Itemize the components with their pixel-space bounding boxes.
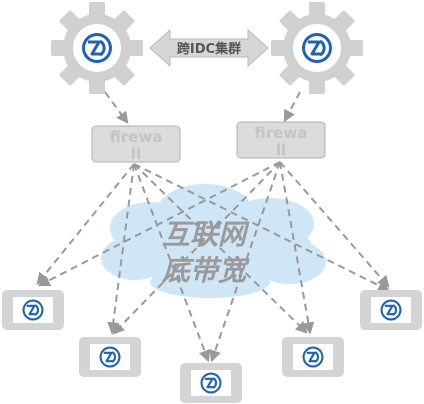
firewall-left-label-line1: firewa: [110, 128, 163, 146]
client-node-2: [79, 337, 141, 377]
firewall-right-label-line1: firewa: [255, 124, 308, 142]
cloud-label-line1: 互联网: [162, 218, 250, 251]
cross-idc-label: 跨IDC集群: [177, 41, 241, 57]
cloud-label-line2: 底带宽: [161, 254, 250, 287]
firewall-right: firewa ll: [236, 121, 326, 159]
firewall-left: firewa ll: [91, 125, 181, 163]
arrow-rf-c2: [112, 161, 281, 335]
gear-server-right: [271, 2, 363, 94]
arrow-right-gear-to-right-firewall: [283, 91, 301, 123]
arrow-lf-c2: [107, 163, 135, 335]
zd-logo-icon: [301, 345, 325, 369]
cross-idc-arrow: 跨IDC集群: [149, 28, 269, 68]
gear-server-left: [51, 2, 143, 94]
firewall-left-label-line2: ll: [131, 145, 141, 163]
zd-logo-icon: [379, 298, 403, 322]
firewall-to-client-arrows: [36, 161, 391, 363]
client-node-1: [2, 290, 64, 330]
arrow-rf-c4: [279, 161, 315, 335]
arrow-lf-c3: [133, 163, 211, 363]
client-node-4: [282, 337, 344, 377]
arrow-rf-c3: [209, 161, 281, 363]
arrow-lf-c1: [36, 163, 135, 285]
arrow-rf-c5: [279, 161, 390, 288]
arrow-rf-c1: [37, 161, 281, 287]
zd-logo-icon: [80, 31, 114, 65]
client-node-5: [360, 290, 422, 330]
gear-to-firewall-arrows: [104, 91, 301, 124]
arrow-lf-c4: [133, 163, 308, 334]
firewall-right-label-line2: ll: [276, 141, 286, 159]
zd-logo-icon: [199, 371, 223, 395]
client-node-3: [180, 363, 242, 403]
zd-logo-icon: [98, 345, 122, 369]
internet-cloud: [101, 184, 326, 298]
arrow-left-gear-to-left-firewall: [104, 91, 129, 124]
zd-logo-icon: [300, 31, 334, 65]
zd-logo-icon: [21, 298, 45, 322]
